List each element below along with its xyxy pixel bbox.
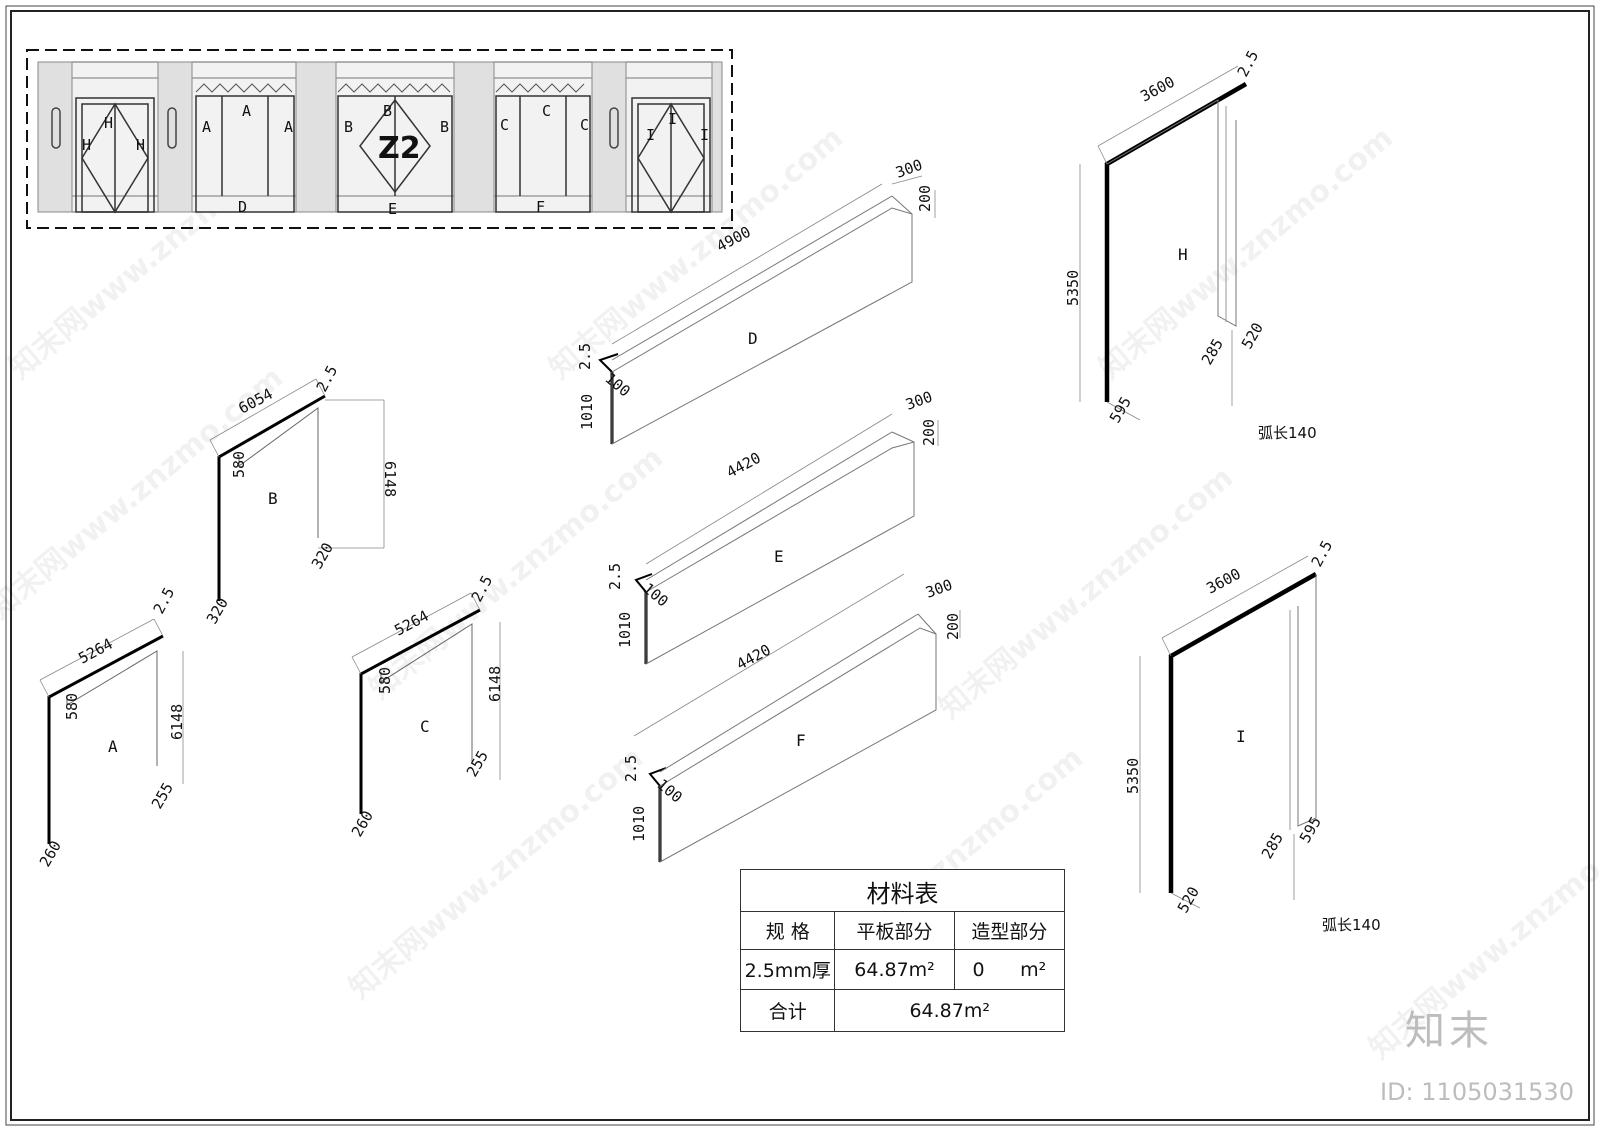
- dim-height: 1010: [616, 612, 634, 648]
- table-title: 材料表: [866, 879, 939, 908]
- dim-lip: 200: [916, 185, 934, 212]
- dim-foot-left: 260: [348, 808, 377, 840]
- elevation-letter: B: [383, 102, 392, 120]
- header-shaped: 造型部分: [971, 921, 1048, 943]
- part-label: C: [420, 717, 430, 736]
- part-e: 4420 300 200 2.5 100 1010 E: [606, 388, 939, 665]
- dim-height: 6148: [486, 666, 504, 702]
- elevation-letter: I: [668, 110, 677, 128]
- dim-length: 4420: [723, 449, 763, 482]
- part-f: 4420 300 200 2.5 100 1010 F: [622, 573, 962, 863]
- part-label: E: [774, 547, 784, 566]
- dim-height: 1010: [578, 394, 596, 430]
- dim-thickness: 2.5: [150, 585, 179, 617]
- elevation-letter: I: [646, 126, 655, 144]
- dim-foot-left: 320: [203, 595, 232, 627]
- dim-arc: 弧长140: [1258, 424, 1317, 442]
- dim-lip: 200: [920, 419, 938, 446]
- dim-thickness: 2.5: [1234, 48, 1263, 80]
- dim-thickness: 2.5: [622, 755, 640, 782]
- dim-thickness: 2.5: [576, 343, 594, 370]
- part-i: 3600 2.5 5350 520 285 595 弧长140 I: [1124, 538, 1381, 934]
- brand-logo: 知末: [1405, 1008, 1493, 1054]
- dim-height: 1010: [630, 806, 648, 842]
- dim-d2: 595: [1296, 814, 1325, 846]
- elevation-dashed-frame: [26, 49, 733, 229]
- watermark-text: 知末网www.znzmo.com: [343, 740, 650, 1006]
- part-label: B: [268, 489, 278, 508]
- asset-id: ID: 1105031530: [1380, 1078, 1574, 1106]
- dim-inner: 580: [230, 451, 248, 478]
- dim-depth: 300: [923, 576, 955, 602]
- part-label: F: [796, 731, 806, 750]
- elevation-letter: C: [580, 116, 589, 134]
- row-flat: 64.87m²: [835, 950, 955, 989]
- dim-thickness: 2.5: [606, 563, 624, 590]
- dim-thickness: 2.5: [1308, 538, 1337, 570]
- elevation-view: H H H A A A B B B C C C I I I D E F Z2: [26, 49, 733, 229]
- elevation-letter: H: [104, 114, 113, 132]
- dim-foot-left: 260: [36, 838, 65, 870]
- dim-thickness: 2.5: [313, 363, 342, 395]
- elevation-letter: F: [536, 198, 545, 216]
- dim-arc: 弧长140: [1322, 916, 1381, 934]
- elevation-letter: C: [500, 116, 509, 134]
- elevation-letter: H: [82, 136, 91, 154]
- sheet-border-inner: [10, 10, 1590, 1121]
- elevation-title: Z2: [378, 131, 421, 166]
- dim-base: 520: [1174, 884, 1203, 916]
- elevation-letter: A: [284, 118, 293, 136]
- dim-height: 6148: [168, 704, 186, 740]
- dim-width: 3600: [1203, 565, 1243, 598]
- elevation-letter: D: [238, 198, 247, 216]
- part-a: 5264 2.5 580 6148 255 260 A: [36, 585, 186, 870]
- header-spec: 规 格: [741, 912, 836, 949]
- dim-base: 595: [1106, 394, 1135, 426]
- dim-depth: 300: [903, 388, 935, 414]
- header-flat: 平板部分: [835, 912, 955, 949]
- elevation-letter: I: [700, 126, 709, 144]
- sheet-border-outer: [5, 5, 1595, 1126]
- dim-inner: 580: [376, 667, 394, 694]
- dim-height: 6148: [381, 461, 399, 497]
- elevation-letter: H: [136, 136, 145, 154]
- row-shaped: 0 m²: [955, 950, 1064, 989]
- materials-table: 材料表 规 格 平板部分 造型部分 2.5mm厚 64.87m² 0 m² 合计…: [740, 869, 1065, 1032]
- dim-inner: 580: [63, 693, 81, 720]
- dim-d1: 285: [1198, 336, 1227, 368]
- part-label: I: [1236, 727, 1246, 746]
- elevation-letter: E: [388, 200, 397, 218]
- dim-foot-right: 255: [148, 780, 177, 812]
- dim-width: 3600: [1137, 73, 1177, 106]
- watermark-text: 知末网www.znzmo.com: [933, 460, 1240, 726]
- dim-lip: 200: [944, 613, 962, 640]
- part-label: D: [748, 329, 758, 348]
- dim-height: 5350: [1124, 758, 1142, 794]
- row-shaped-unit: m²: [1020, 958, 1047, 981]
- total-value: 64.87m²: [909, 999, 990, 1022]
- part-label: A: [108, 737, 118, 756]
- row-spec: 2.5mm厚: [741, 950, 836, 989]
- dim-return: 100: [639, 579, 671, 610]
- total-label: 合计: [741, 990, 836, 1031]
- part-label: H: [1178, 245, 1188, 264]
- dim-return: 100: [601, 369, 633, 400]
- dim-depth: 300: [893, 156, 925, 182]
- dim-width: 5264: [75, 635, 115, 668]
- elevation-letter: B: [344, 118, 353, 136]
- elevation-letter: A: [202, 118, 211, 136]
- dim-d2: 520: [1238, 320, 1267, 352]
- dim-length: 4420: [733, 641, 773, 674]
- elevation-letter: C: [542, 102, 551, 120]
- dim-height: 5350: [1064, 270, 1082, 306]
- elevation-letter: A: [242, 102, 251, 120]
- dim-return: 100: [653, 775, 685, 806]
- dim-d1: 285: [1258, 830, 1287, 862]
- row-shaped-value: 0: [972, 958, 985, 981]
- elevation-letter: B: [440, 118, 449, 136]
- dim-foot-right: 320: [308, 540, 337, 572]
- dim-foot-right: 255: [463, 748, 492, 780]
